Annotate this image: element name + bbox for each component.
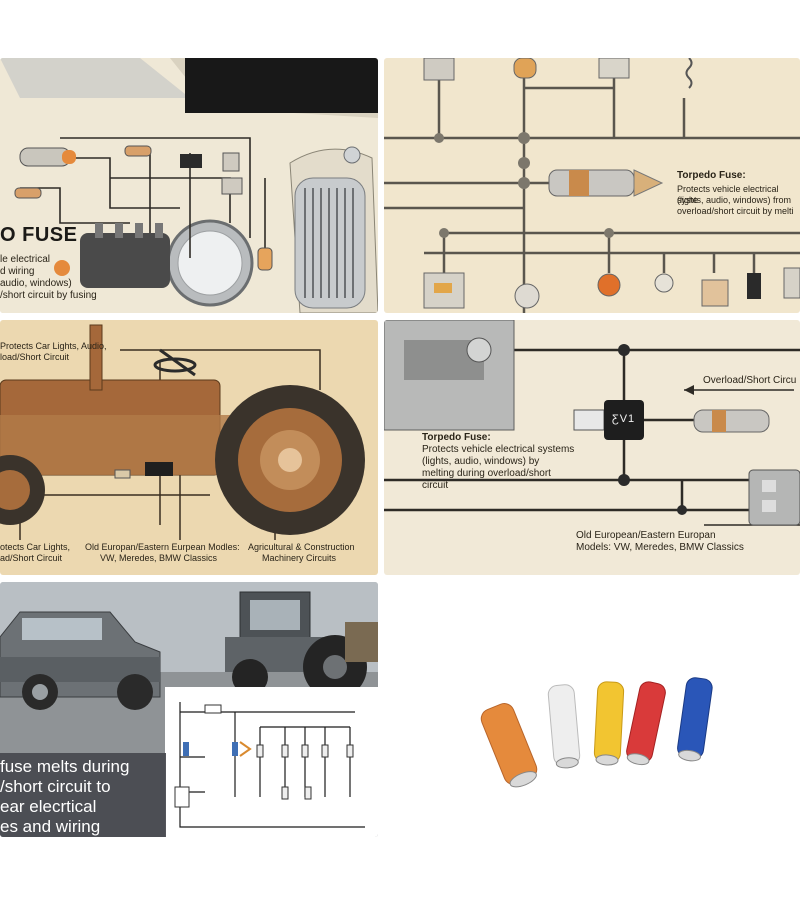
vintage-car-illustration xyxy=(0,58,378,313)
fuse-diagram-panel: Overload/Short Circu ƸV1 Torpedo Fuse: P… xyxy=(384,320,800,575)
vintage-car-wiring-panel: O FUSE le electrical d wiring audio, win… xyxy=(0,58,378,313)
radiator-grille xyxy=(294,177,366,309)
panel5-caption-4: es and wiring xyxy=(0,817,101,836)
circuit-schematic-inset xyxy=(165,687,378,837)
panel4-models-2: Models: VW, Meredes, BMW Classics xyxy=(576,542,744,553)
fuse-diagram xyxy=(384,320,800,526)
panel3-bottom-mid-1: Old Europan/Eastern Eurpean Modles: xyxy=(85,542,240,552)
panel3-bottom-right-2: Machinery Circuits xyxy=(262,553,337,563)
panel4-fuse-text-4: circuit xyxy=(422,480,449,491)
fuse-chip xyxy=(604,400,644,440)
fuse-components xyxy=(14,145,273,276)
panel3-bottom-left-2: ad/Short Circuit xyxy=(0,553,63,563)
white-fuse xyxy=(547,684,581,769)
sedan-car xyxy=(0,611,161,710)
panel2-text-1: Protects vehicle electrical syste xyxy=(677,184,779,205)
tractor-illustration xyxy=(0,324,365,540)
panel3-top-label-2: load/Short Circuit xyxy=(0,352,70,362)
car-tractor-photo-panel: fuse melts during /short circuit to ear … xyxy=(0,582,378,837)
panel1-text-2: d wiring xyxy=(0,266,35,277)
rear-wheel xyxy=(215,385,365,535)
red-fuse xyxy=(626,681,666,766)
fuse-box xyxy=(145,462,173,476)
blue-fuse xyxy=(677,677,713,762)
panel4-fuse-text-3: melting during overload/short xyxy=(422,468,551,479)
panel2-text-3: overload/short circuit by melti xyxy=(677,206,794,216)
badge-icon xyxy=(343,146,361,164)
circuit-inset-drawing xyxy=(174,702,365,828)
panel4-fuse-text-1: Protects vehicle electrical systems xyxy=(422,444,575,455)
engine xyxy=(80,223,170,288)
panel1-text-3: audio, windows) xyxy=(0,278,72,289)
panel3-bottom-right-1: Agricultural & Construction xyxy=(248,542,355,552)
panel1-heading: O FUSE xyxy=(0,224,78,246)
panel3-bottom-left-1: otects Car Lights, xyxy=(0,542,71,552)
circuit-schematic-panel: Torpedo Fuse: Protects vehicle electrica… xyxy=(384,58,800,313)
headlight xyxy=(166,219,254,307)
panel4-chip-label: ƸV1 xyxy=(612,413,636,425)
tractor-photo xyxy=(225,591,378,699)
panel4-fuse-title: Torpedo Fuse: xyxy=(422,432,491,443)
panel5-caption-1: fuse melts during xyxy=(0,757,130,776)
orange-fuse xyxy=(480,703,538,788)
connector-block xyxy=(748,469,800,526)
inset-components xyxy=(174,704,354,808)
panel4-fuse-text-2: (lights, audio, windows) by xyxy=(422,456,540,467)
ceramic-fuse-icon xyxy=(693,409,770,433)
engine-block xyxy=(384,320,515,431)
torpedo-fuse-icon xyxy=(548,169,664,197)
yellow-fuse xyxy=(593,681,625,766)
caption-box: fuse melts during /short circuit to ear … xyxy=(0,753,166,837)
top-components xyxy=(423,58,693,89)
panel4-models-1: Old European/Eastern Europan xyxy=(576,530,716,541)
tractor-body xyxy=(0,324,230,476)
panel1-text-1: le electrical xyxy=(0,254,51,265)
circuit-schematic xyxy=(384,58,800,313)
panel4-overload-label: Overload/Short Circu xyxy=(703,375,797,386)
usb-connector xyxy=(573,409,605,431)
front-wheel xyxy=(0,455,45,525)
colored-fuses-panel xyxy=(384,582,800,837)
panel3-bottom-mid-2: VW, Meredes, BMW Classics xyxy=(100,553,218,563)
panel5-caption-2: /short circuit to xyxy=(0,777,111,796)
panel5-caption-3: ear elecrtical xyxy=(0,797,97,816)
panel2-text-2: (lights, audio, windows) from xyxy=(677,195,792,205)
panel1-text-4: /short circuit by fusing xyxy=(0,290,97,301)
panel3-top-label-1: Protects Car Lights, Audio, xyxy=(0,341,107,351)
panel2-title: Torpedo Fuse: xyxy=(677,170,746,181)
fuse-set-photo xyxy=(480,677,713,788)
bottom-components xyxy=(423,267,800,309)
tractor-wiring-panel: Protects Car Lights, Audio, load/Short C… xyxy=(0,320,378,575)
